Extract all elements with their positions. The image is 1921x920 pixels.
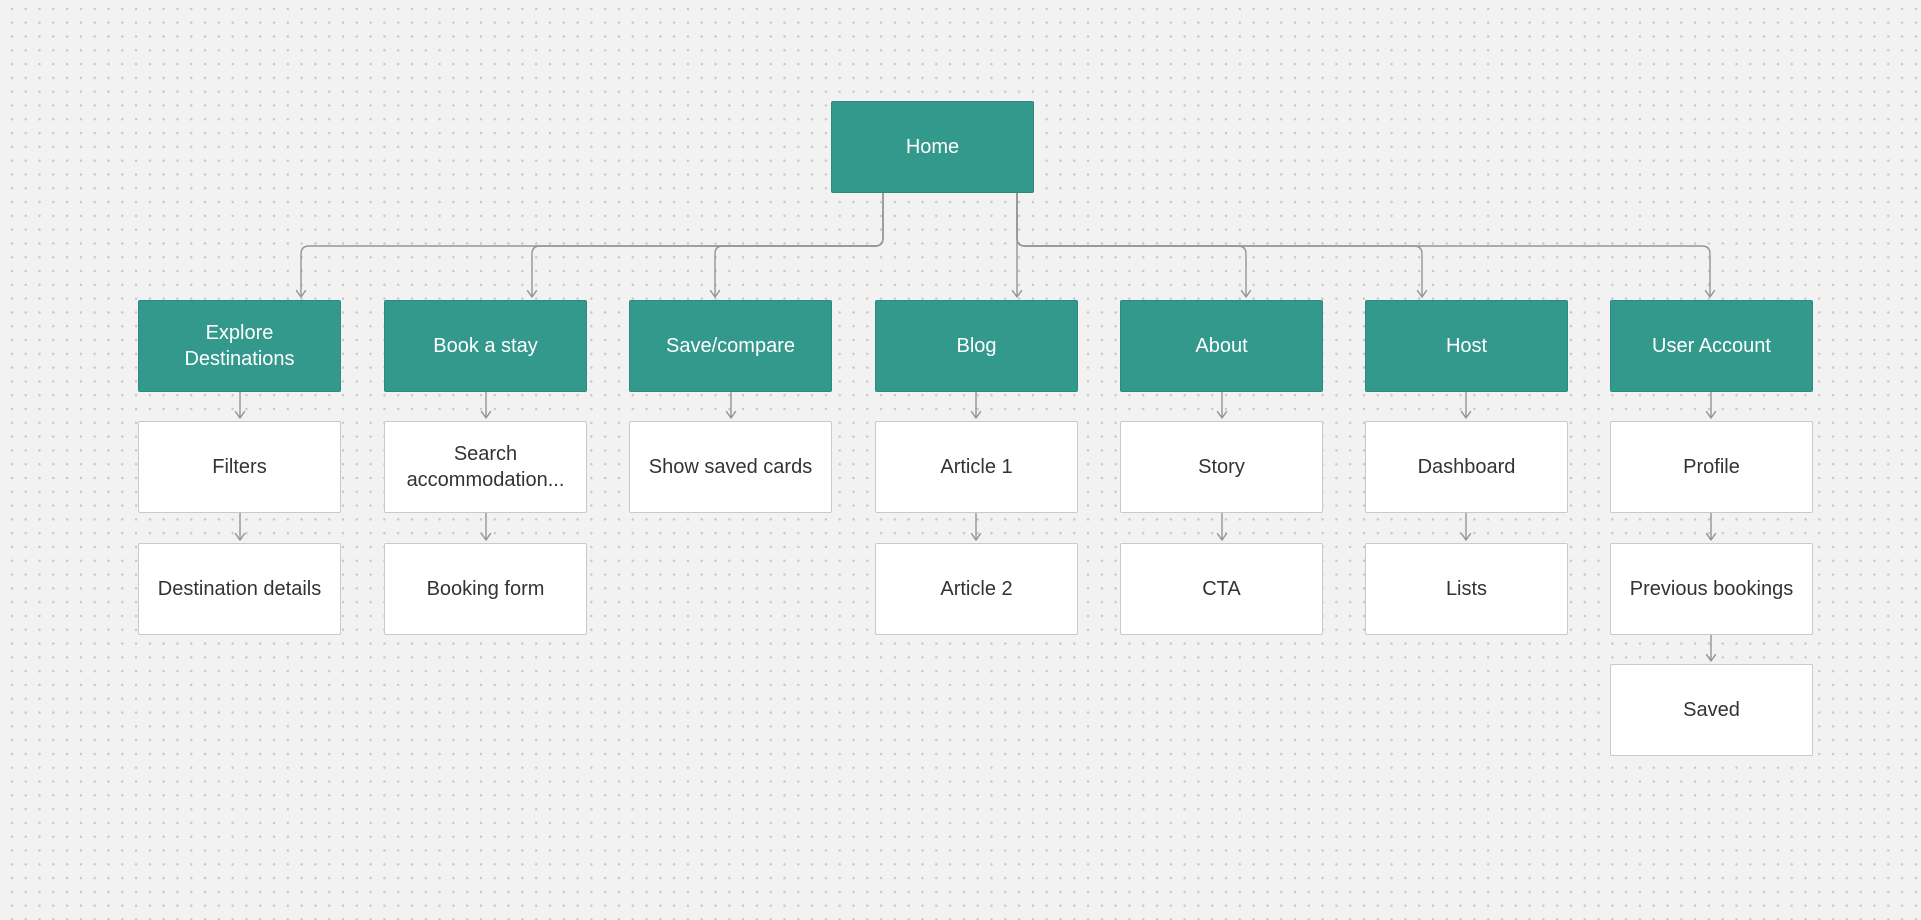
node-destination-details[interactable]: Destination details: [138, 543, 341, 635]
node-filters-label: Filters: [212, 455, 267, 478]
node-article-1-label: Article 1: [940, 455, 1013, 478]
node-about[interactable]: About: [1120, 300, 1323, 392]
node-destination-details-label: Destination details: [157, 577, 322, 600]
connector-home-book: [526, 193, 884, 298]
node-user-account-label: User Account: [1652, 334, 1771, 357]
node-home-label: Home: [905, 135, 960, 158]
node-about-label: About: [1195, 334, 1248, 357]
node-show-saved-cards-label: Show saved cards: [648, 455, 813, 478]
node-article-1[interactable]: Article 1: [875, 421, 1078, 513]
node-home[interactable]: Home: [831, 101, 1034, 193]
node-dashboard[interactable]: Dashboard: [1365, 421, 1568, 513]
connector-home-about: [1016, 193, 1252, 298]
node-blog[interactable]: Blog: [875, 300, 1078, 392]
node-saved-label: Saved: [1683, 698, 1740, 721]
node-search-accommodation[interactable]: Search accommodation...: [384, 421, 587, 513]
node-cta-label: CTA: [1202, 577, 1241, 600]
node-previous-bookings-label: Previous bookings: [1629, 577, 1794, 600]
node-save-compare-label: Save/compare: [666, 334, 795, 357]
node-explore-destinations[interactable]: Explore Destinations: [138, 300, 341, 392]
connector-home-user-account: [1016, 193, 1716, 298]
node-explore-destinations-label: Explore Destinations: [184, 321, 295, 370]
node-booking-form-label: Booking form: [426, 577, 545, 600]
node-host-label: Host: [1445, 334, 1488, 357]
node-host[interactable]: Host: [1365, 300, 1568, 392]
node-user-account[interactable]: User Account: [1610, 300, 1813, 392]
node-previous-bookings[interactable]: Previous bookings: [1610, 543, 1813, 635]
connector-home-host: [1016, 193, 1428, 298]
node-profile[interactable]: Profile: [1610, 421, 1813, 513]
node-dashboard-label: Dashboard: [1417, 455, 1516, 478]
node-story-label: Story: [1198, 455, 1245, 478]
node-saved[interactable]: Saved: [1610, 664, 1813, 756]
node-book-a-stay[interactable]: Book a stay: [384, 300, 587, 392]
node-story[interactable]: Story: [1120, 421, 1323, 513]
node-article-2-label: Article 2: [940, 577, 1013, 600]
node-article-2[interactable]: Article 2: [875, 543, 1078, 635]
node-show-saved-cards[interactable]: Show saved cards: [629, 421, 832, 513]
node-booking-form[interactable]: Booking form: [384, 543, 587, 635]
node-blog-label: Blog: [956, 334, 997, 357]
node-cta[interactable]: CTA: [1120, 543, 1323, 635]
connector-home-explore: [295, 193, 884, 298]
node-filters[interactable]: Filters: [138, 421, 341, 513]
node-lists-label: Lists: [1445, 577, 1488, 600]
node-lists[interactable]: Lists: [1365, 543, 1568, 635]
node-profile-label: Profile: [1683, 455, 1740, 478]
node-book-a-stay-label: Book a stay: [433, 334, 538, 357]
connector-home-save-compare: [709, 193, 884, 298]
node-save-compare[interactable]: Save/compare: [629, 300, 832, 392]
node-search-accommodation-label: Search accommodation...: [406, 442, 565, 491]
